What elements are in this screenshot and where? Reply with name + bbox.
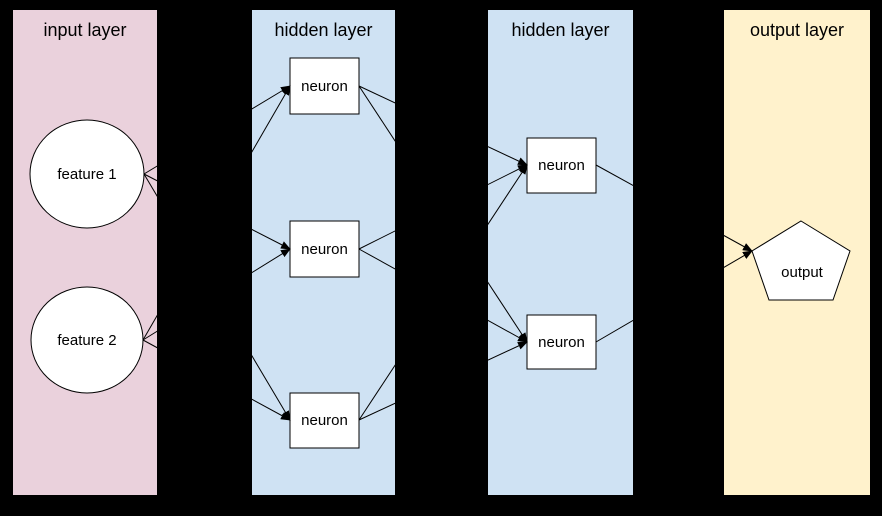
title-hidden-layer-2: hidden layer [511, 20, 609, 40]
edge-feature1-h1n1 [143, 85, 291, 175]
label-hidden1-neuron-2: neuron [301, 241, 348, 258]
node-hidden2-neuron-1 [526, 137, 597, 194]
edge-feature2-h1n1 [142, 85, 291, 341]
edge-h1n1-h2n1 [358, 85, 528, 166]
edge-h1n3-h2n2 [358, 341, 528, 421]
title-output-layer: output layer [750, 20, 844, 40]
edge-h1n2-h2n1 [358, 164, 528, 250]
node-labels: feature 1 feature 2 neuron neuron neuron… [57, 78, 823, 429]
edge-h1n3-h2n1 [358, 164, 528, 421]
edge-feature2-h1n3 [142, 339, 291, 421]
node-output-pentagon [751, 220, 851, 301]
edge-h2n2-output [595, 250, 753, 343]
title-hidden-layer-1: hidden layer [274, 20, 372, 40]
label-hidden1-neuron-3: neuron [301, 412, 348, 429]
node-hidden2-neuron-2 [526, 314, 597, 370]
node-hidden1-neuron-1 [289, 57, 360, 115]
label-hidden2-neuron-1: neuron [538, 157, 585, 174]
node-hidden1-neuron-3 [289, 392, 360, 449]
label-hidden2-neuron-2: neuron [538, 334, 585, 351]
edge-feature2-h1n2 [142, 248, 291, 341]
edge-h1n1-h2n2 [358, 85, 528, 343]
label-hidden1-neuron-1: neuron [301, 78, 348, 95]
edge-feature1-h1n3 [143, 173, 291, 421]
layer-panels [13, 10, 870, 495]
label-output: output [781, 264, 824, 281]
node-hidden1-neuron-2 [289, 220, 360, 278]
edge-h1n2-h2n2 [358, 248, 528, 343]
connection-lines [142, 85, 753, 421]
label-feature-1: feature 1 [57, 166, 116, 183]
edge-h2n1-output [595, 164, 753, 252]
panel-hidden-layer-2 [488, 10, 633, 495]
nodes [29, 57, 851, 449]
panel-input-layer [13, 10, 157, 495]
title-input-layer: input layer [43, 20, 126, 40]
label-feature-2: feature 2 [57, 332, 116, 349]
layer-titles: input layer hidden layer hidden layer ou… [43, 20, 844, 40]
